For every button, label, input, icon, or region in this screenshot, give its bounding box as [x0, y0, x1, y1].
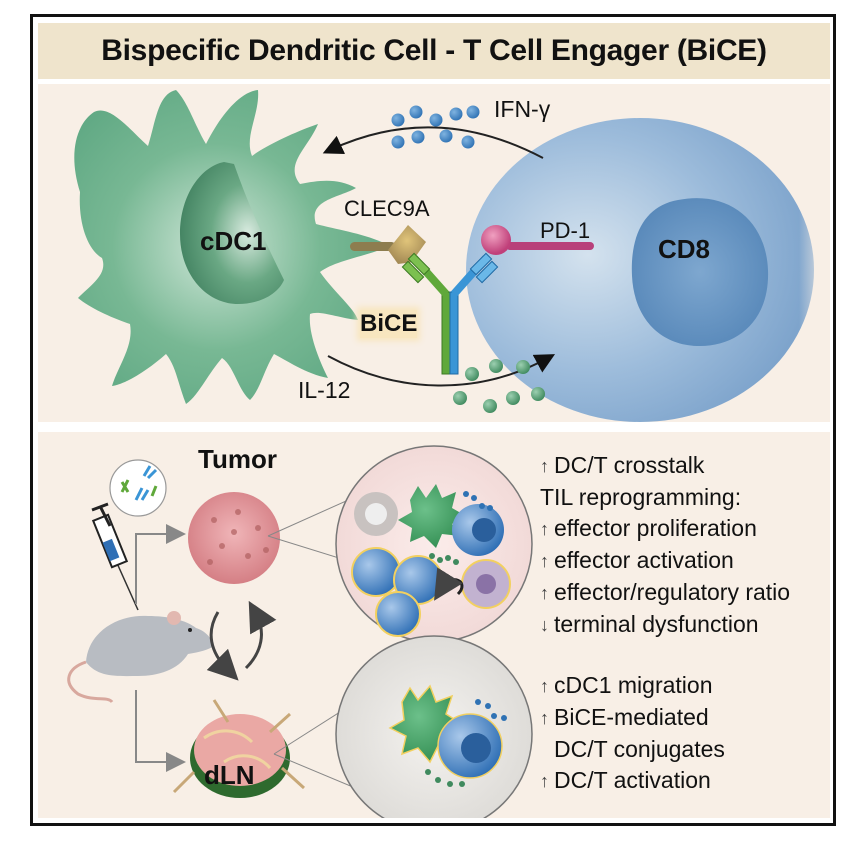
up-arrow-icon: ↑ [540, 456, 549, 476]
tumor-effect-item: ↓terminal dysfunction [540, 609, 790, 641]
antibody-bubble [109, 459, 167, 517]
dln-effect-item: DC/T conjugates [554, 736, 725, 762]
in-vivo-panel: Tumor dLN [38, 432, 830, 818]
dln-label: dLN [204, 760, 255, 790]
dln-effect-item: ↑cDC1 migration [540, 670, 725, 702]
title-banner: Bispecific Dendritic Cell - T Cell Engag… [38, 23, 830, 79]
clec9a-label: CLEC9A [344, 196, 430, 221]
up-arrow-icon: ↑ [540, 771, 549, 791]
pd1-receptor [481, 225, 594, 255]
tumor-zoom-circle [335, 445, 533, 643]
tumor-effect-item: ↑effector/regulatory ratio [540, 577, 790, 609]
up-arrow-icon: ↑ [540, 519, 549, 539]
up-arrow-icon: ↑ [540, 676, 549, 696]
ifn-gamma-label: IFN-γ [494, 96, 551, 122]
arrow-to-dln [135, 690, 186, 772]
arrow-to-tumor [135, 524, 186, 604]
ifn-gamma-arrow [322, 126, 544, 159]
il-12-dots [453, 359, 545, 413]
clec9a-receptor [350, 225, 426, 264]
tumor-label: Tumor [198, 444, 277, 474]
tumor-effect-item: ↑DC/T crosstalk [540, 450, 790, 482]
il-12-label: IL-12 [298, 377, 351, 403]
migration-arrow-up [244, 600, 277, 670]
ifn-gamma-dots [391, 105, 480, 149]
tumor-effects-list: ↑DC/T crosstalk TIL reprogramming: ↑effe… [540, 450, 790, 641]
bice-antibody [401, 252, 499, 375]
tumor-effect-item: TIL reprogramming: [540, 484, 742, 510]
up-arrow-icon: ↑ [540, 708, 549, 728]
tumor-icon [188, 492, 280, 584]
dln-effects-list: ↑cDC1 migration ↑BiCE-mediated DC/T conj… [540, 670, 725, 797]
lymph-node-icon [172, 699, 306, 798]
figure-title: Bispecific Dendritic Cell - T Cell Engag… [101, 34, 767, 67]
cd8-label: CD8 [658, 234, 711, 264]
cdc1-label: cDC1 [200, 226, 267, 256]
mechanism-illustration [38, 84, 830, 422]
dln-zoom-circle [335, 635, 533, 818]
dendritic-cell [38, 84, 391, 422]
tumor-effect-item: ↑effector proliferation [540, 513, 790, 545]
in-vivo-illustration [67, 445, 533, 818]
mouse-icon [67, 611, 214, 704]
syringe-icon [91, 502, 139, 611]
up-arrow-icon: ↑ [540, 551, 549, 571]
dln-effect-item: ↑DC/T activation [540, 765, 725, 797]
up-arrow-icon: ↑ [540, 583, 549, 603]
bice-label: BiCE [360, 310, 418, 338]
migration-arrow-down [206, 611, 239, 681]
mechanism-panel: cDC1 CD8 CLEC9A PD-1 BiCE IFN-γ IL-12 [38, 84, 830, 422]
pd1-label: PD-1 [540, 218, 591, 243]
down-arrow-icon: ↓ [540, 615, 549, 635]
cd8-t-cell [466, 84, 830, 422]
tumor-effect-item: ↑effector activation [540, 545, 790, 577]
dln-effect-item: ↑BiCE-mediated [540, 702, 725, 734]
